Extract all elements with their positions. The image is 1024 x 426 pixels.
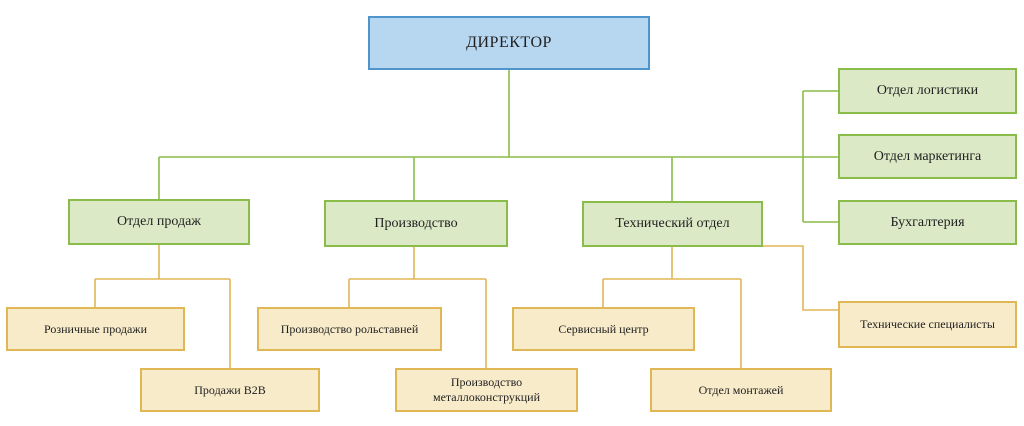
node-director: ДИРЕКТОР xyxy=(368,16,650,70)
node-b2b-sales: Продажи B2B xyxy=(140,368,320,412)
node-marketing-department: Отдел маркетинга xyxy=(838,134,1017,179)
node-retail-sales: Розничные продажи xyxy=(6,307,185,351)
connector-to-tech-specialists xyxy=(763,245,838,311)
node-metal-structures-production: Производство металлоконструкций xyxy=(395,368,578,412)
node-production-department: Производство xyxy=(324,200,508,247)
node-technical-department: Технический отдел xyxy=(582,201,763,247)
node-sales-department: Отдел продаж xyxy=(68,199,250,245)
node-service-center: Сервисный центр xyxy=(512,307,695,351)
node-logistics-department: Отдел логистики xyxy=(838,68,1017,114)
node-technical-specialists: Технические специалисты xyxy=(838,301,1017,348)
node-installation-department: Отдел монтажей xyxy=(650,368,832,412)
node-accounting-department: Бухгалтерия xyxy=(838,200,1017,245)
node-rollshutter-production: Производство рольставней xyxy=(257,307,442,351)
